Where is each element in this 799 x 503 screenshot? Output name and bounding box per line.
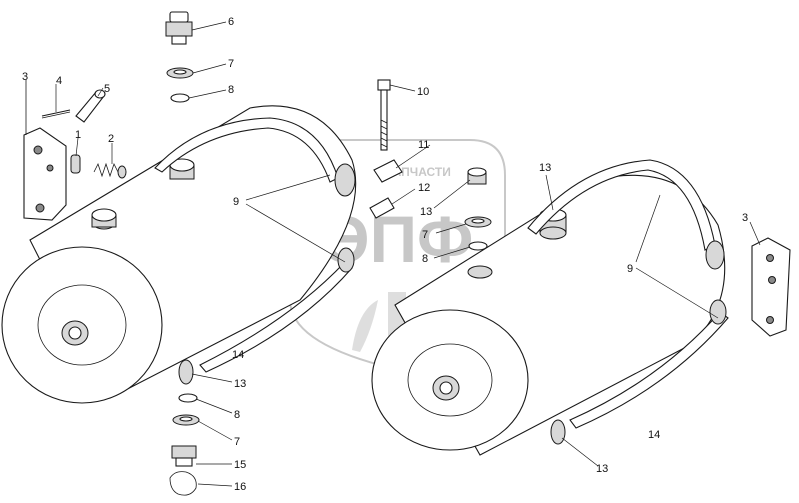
fitting-15 bbox=[171, 445, 197, 467]
sleeve-5 bbox=[75, 89, 106, 123]
callout-13-bottom-left: 13 bbox=[234, 378, 246, 390]
pin-4 bbox=[41, 109, 71, 119]
callout-14-left: 14 bbox=[232, 349, 244, 361]
left-tank bbox=[1, 105, 357, 404]
callout-13-right-top: 13 bbox=[539, 162, 551, 174]
callout-11: 11 bbox=[418, 139, 429, 151]
callout-13-mid: 13 bbox=[420, 206, 432, 218]
left-tank-drain-boss bbox=[178, 359, 194, 385]
sleeve-12 bbox=[369, 197, 395, 219]
leader-lines bbox=[55, 21, 761, 487]
callout-15: 15 bbox=[234, 459, 246, 471]
callout-8-mid: 8 bbox=[422, 253, 428, 265]
bolt-10 bbox=[377, 79, 391, 151]
right-bracket bbox=[751, 237, 791, 337]
ring-8-bottom bbox=[178, 393, 198, 403]
callout-3-right: 3 bbox=[742, 212, 748, 224]
callout-9-right: 9 bbox=[627, 263, 633, 275]
callout-16: 16 bbox=[234, 481, 246, 493]
clamp-16 bbox=[169, 471, 197, 496]
callout-7-mid: 7 bbox=[422, 229, 428, 241]
right-tank-drain-boss bbox=[550, 419, 566, 445]
gasket-7-mid bbox=[464, 216, 492, 228]
washer-1 bbox=[70, 154, 81, 174]
ring-8-top bbox=[170, 93, 190, 103]
nut-11 bbox=[373, 159, 403, 183]
callout-1: 1 bbox=[75, 129, 81, 141]
boss-mid bbox=[467, 265, 493, 279]
spring-2 bbox=[93, 162, 127, 179]
callout-14-right: 14 bbox=[648, 429, 660, 441]
callout-6: 6 bbox=[228, 16, 234, 28]
callout-2: 2 bbox=[108, 133, 114, 145]
callout-7-top: 7 bbox=[228, 58, 234, 70]
ring-8-mid bbox=[468, 241, 488, 251]
callout-12: 12 bbox=[418, 182, 430, 194]
gasket-7-top bbox=[166, 67, 194, 79]
callout-4: 4 bbox=[56, 75, 62, 87]
callout-7-bottom: 7 bbox=[234, 436, 240, 448]
callout-13-bottom-right: 13 bbox=[596, 463, 608, 475]
callout-8-bottom: 8 bbox=[234, 409, 240, 421]
watermark-wheat-left-icon bbox=[352, 300, 378, 352]
right-tank-strap-front bbox=[569, 311, 729, 429]
callout-5: 5 bbox=[104, 83, 110, 95]
gasket-7-bottom bbox=[172, 414, 200, 426]
callout-9-left: 9 bbox=[233, 196, 239, 208]
callout-3-left: 3 bbox=[22, 71, 28, 83]
plug-13-top bbox=[467, 167, 487, 185]
callout-10: 10 bbox=[417, 86, 429, 98]
watermark-tagline: ЗАПЧАСТИ bbox=[385, 165, 451, 179]
callout-8-top: 8 bbox=[228, 84, 234, 96]
fitting-6 bbox=[165, 11, 193, 45]
callouts: 3 4 5 1 2 6 7 8 10 11 12 13 7 8 13 9 9 3… bbox=[22, 16, 748, 493]
left-bracket bbox=[23, 80, 67, 221]
